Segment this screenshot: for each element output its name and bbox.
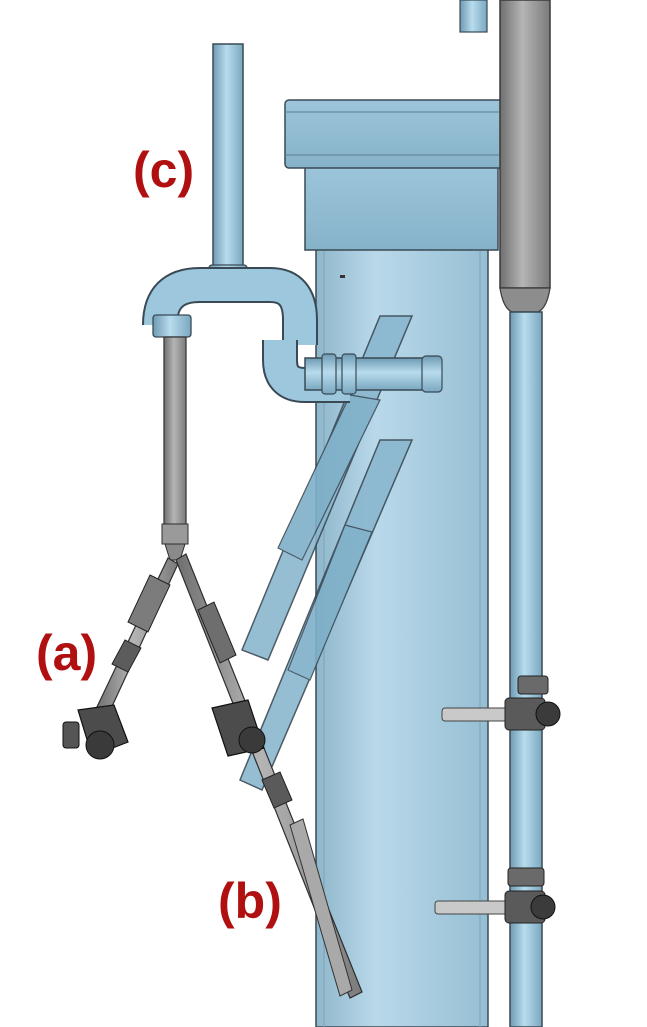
pipe-network bbox=[142, 43, 443, 403]
branch-a bbox=[62, 557, 179, 760]
inclined-tube-lower bbox=[239, 439, 414, 791]
column-flange bbox=[284, 99, 522, 251]
branch-b bbox=[175, 553, 363, 999]
sampling-port-upper bbox=[441, 675, 561, 731]
sampling-port-lower bbox=[434, 867, 556, 924]
gray-down-tube bbox=[161, 336, 189, 561]
right-rod bbox=[459, 0, 551, 1027]
label-a: (a) bbox=[36, 625, 98, 681]
label-c: (c) bbox=[133, 142, 195, 198]
label-b: (b) bbox=[218, 873, 282, 929]
inclined-tube-upper bbox=[241, 315, 414, 661]
